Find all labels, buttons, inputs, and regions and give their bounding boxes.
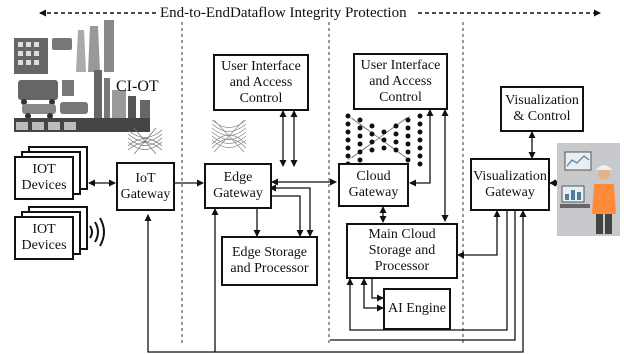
ci-ot-label: CI-OT <box>116 78 159 95</box>
edge-gateway-box: Edge Gateway <box>204 163 272 209</box>
network-graph-icon <box>127 127 163 155</box>
cloud-ui-access-box: User Interface and Access Control <box>353 53 448 110</box>
link-edgegw-storage-c <box>269 184 314 237</box>
bottom-bus <box>144 210 527 353</box>
link-edgegw-storage-b <box>270 195 304 237</box>
main-cloud-box: Main Cloud Storage and Processor <box>346 223 458 279</box>
visualization-control-box: Visualization & Control <box>500 86 584 132</box>
neural-network-icon <box>211 119 247 153</box>
iot-gateway-box: IoT Gateway <box>116 162 175 211</box>
visualization-gateway-box: Visualization Gateway <box>470 158 550 211</box>
link-maincloud-ai-a <box>360 278 384 312</box>
iot-devices-box-1: IOT Devices <box>14 156 74 200</box>
cloud-gateway-box: Cloud Gateway <box>338 163 409 207</box>
neuron-dots <box>345 113 423 167</box>
link-maincloud-visgw <box>457 210 501 259</box>
iot-devices-stack-2: IOT Devices <box>14 206 90 264</box>
diagram-title: End-to-EndDataflow Integrity Protection <box>160 5 407 21</box>
edge-ui-access-box: User Interface and Access Control <box>213 54 309 111</box>
iot-devices-stack-1: IOT Devices <box>14 146 90 204</box>
cloud-neural-icon <box>347 115 411 161</box>
link-cloudui-cloudgw <box>409 109 434 187</box>
iot-devices-box-2: IOT Devices <box>14 216 74 260</box>
operator-dashboard-photo <box>557 143 620 236</box>
bus-cloud-2 <box>330 211 516 341</box>
bus-cloud-1 <box>346 211 508 331</box>
ai-engine-box: AI Engine <box>383 288 451 330</box>
edge-storage-box: Edge Storage and Processor <box>221 236 318 286</box>
wireless-signal-icon <box>89 217 105 247</box>
industrial-plant-icon <box>14 20 150 132</box>
link-maincloud-ai-b <box>371 279 384 302</box>
